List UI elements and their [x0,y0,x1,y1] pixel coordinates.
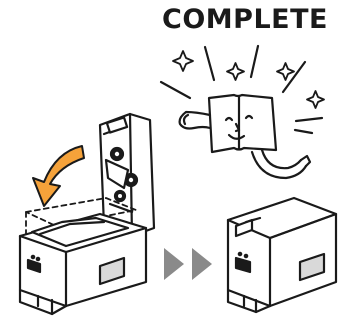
printer-closed-icon [228,198,336,312]
printer-open-icon [20,114,154,314]
double-chevron-right-icon [164,248,212,280]
curved-arrow-icon [33,146,84,206]
book-character-icon [180,95,310,178]
